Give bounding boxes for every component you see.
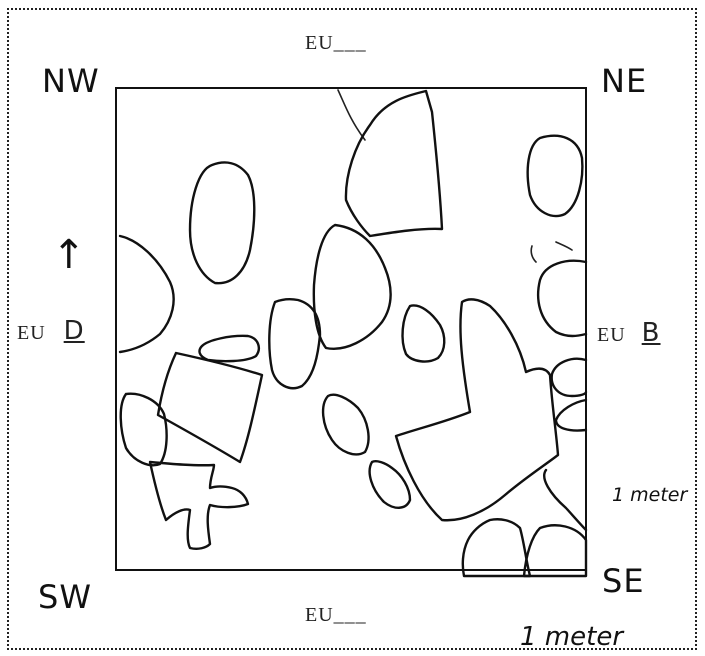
- north-arrow-icon: ↑: [52, 232, 86, 278]
- rock-square-block: [156, 351, 264, 464]
- left-unit-value: D: [63, 316, 85, 346]
- scale-label-horizontal: 1 meter: [520, 622, 624, 652]
- rock-upper-left: [188, 161, 256, 285]
- corner-se-label: SE: [602, 562, 645, 600]
- rock-top-center: [344, 89, 444, 238]
- right-unit-prefix: EU: [597, 324, 626, 346]
- rock-small-oval: [321, 393, 370, 456]
- rock-mid-right-small: [401, 304, 446, 363]
- rock-bottom-right: [461, 518, 532, 578]
- rock-upper-right: [526, 134, 584, 218]
- bottom-unit-label: EU___: [305, 604, 367, 626]
- rock-right-edge-lower: [554, 398, 588, 432]
- rock-irregular-lower-left: [148, 460, 250, 550]
- rock-top-edge-line: [337, 89, 366, 141]
- corner-sw-label: SW: [38, 578, 92, 616]
- top-unit-label: EU___: [305, 32, 367, 54]
- rock-bottom-corner: [522, 524, 588, 578]
- corner-nw-label: NW: [42, 62, 100, 100]
- scale-label-vertical: 1 meter: [612, 484, 688, 506]
- page-frame: [7, 8, 697, 650]
- excavation-unit-square: [115, 87, 587, 571]
- left-unit-label: EU D: [17, 316, 93, 346]
- corner-ne-label: NE: [601, 62, 648, 100]
- rock-small-cap: [198, 334, 260, 363]
- rock-mid-left: [268, 297, 322, 390]
- rock-left-edge: [118, 234, 175, 354]
- rock-right-edge-mid: [550, 357, 588, 398]
- rock-lower-small: [368, 460, 412, 509]
- right-unit-label: EU B: [597, 318, 671, 348]
- rock-right-edge-upper: [536, 259, 588, 338]
- rock-large-right: [394, 298, 560, 522]
- rock-right-edge-sketch: [530, 241, 573, 263]
- left-unit-prefix: EU: [17, 322, 46, 344]
- rock-center: [312, 223, 392, 350]
- right-unit-value: B: [641, 318, 661, 348]
- rock-right-sliver: [543, 468, 588, 532]
